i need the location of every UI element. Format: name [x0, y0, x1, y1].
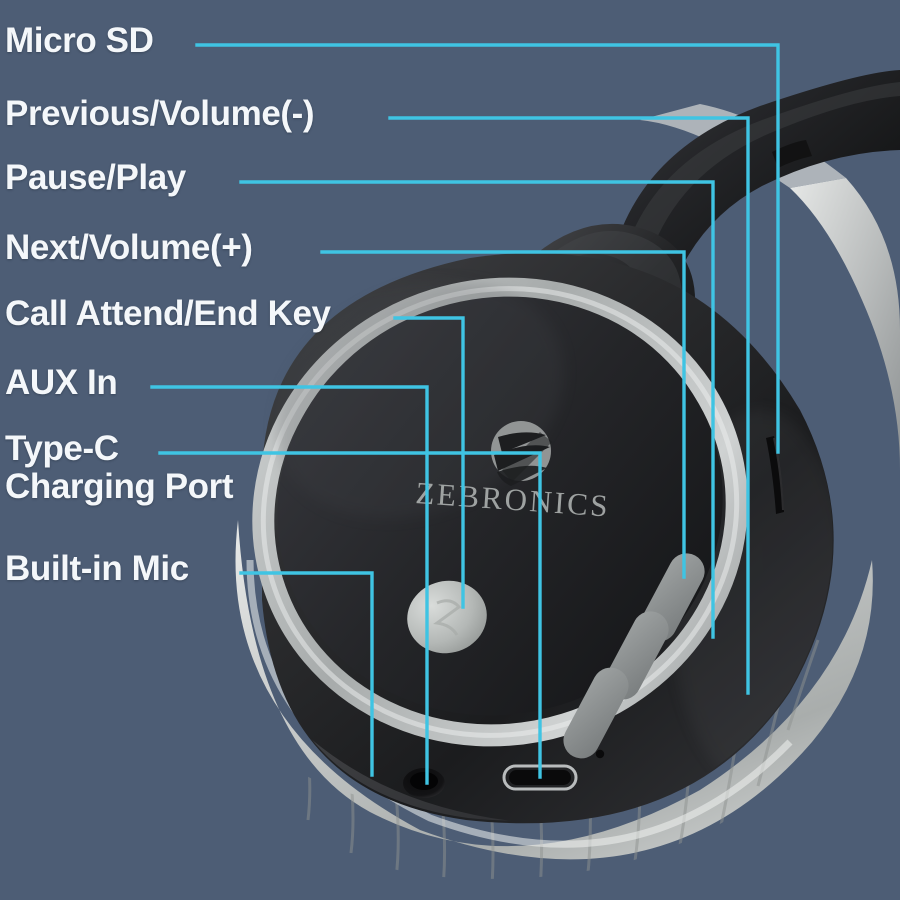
- aux-in-jack: [403, 768, 445, 798]
- built-in-mic-hole: [595, 749, 605, 759]
- callout-label-call-attend-end: Call Attend/End Key: [5, 294, 331, 333]
- callout-label-type-c-charging-port: Type-C Charging Port: [5, 429, 234, 506]
- callout-label-pause-play: Pause/Play: [5, 158, 186, 197]
- callout-label-previous-volume-down: Previous/Volume(-): [5, 94, 315, 133]
- callout-label-built-in-mic: Built-in Mic: [5, 549, 189, 588]
- callout-label-aux-in: AUX In: [5, 363, 118, 402]
- callout-label-micro-sd: Micro SD: [5, 21, 154, 60]
- callout-label-next-volume-up: Next/Volume(+): [5, 228, 253, 267]
